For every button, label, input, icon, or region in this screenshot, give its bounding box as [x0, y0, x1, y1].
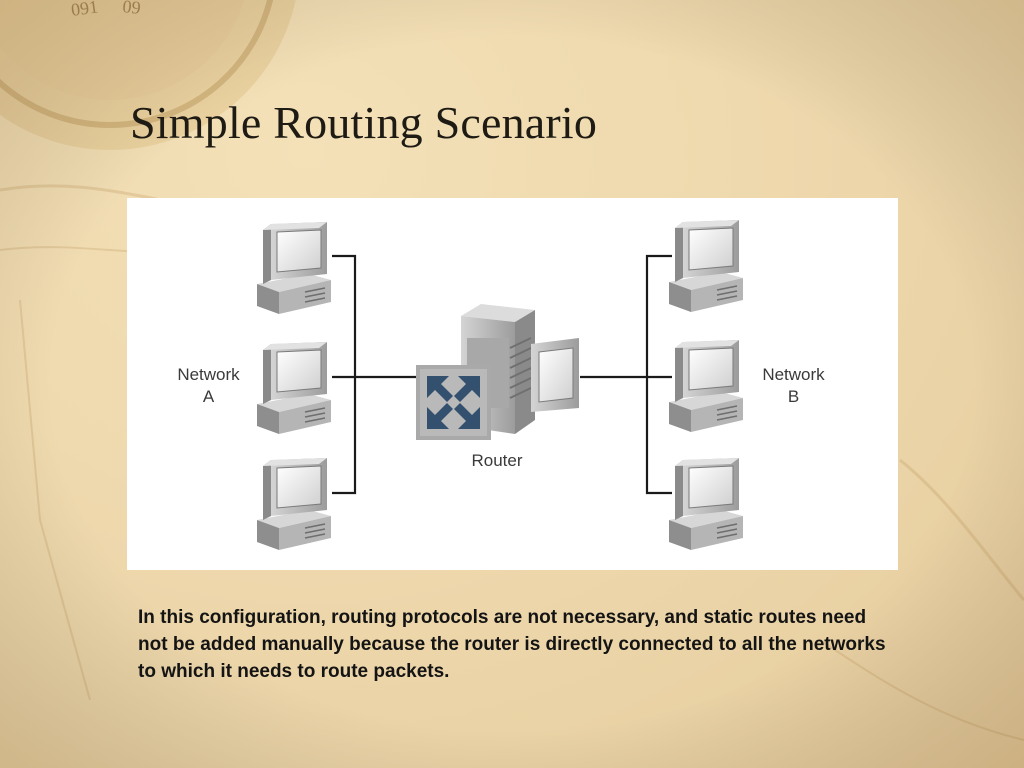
- slide-caption: In this configuration, routing protocols…: [138, 607, 886, 682]
- network-a-bus: [332, 254, 417, 495]
- network-a-label: Network A: [161, 364, 256, 408]
- network-a-computer-1: [256, 221, 332, 315]
- network-a-computer-3: [256, 457, 332, 551]
- network-diagram: Network A Network B Router: [127, 198, 898, 570]
- network-a-label-line1: Network: [177, 365, 240, 384]
- slide-title: Simple Routing Scenario: [130, 97, 598, 148]
- router-icon: [416, 365, 491, 440]
- network-b-bus: [580, 254, 672, 495]
- network-b-label-line1: Network: [762, 365, 825, 384]
- network-b-label: Network B: [746, 364, 841, 408]
- network-a-label-line2: A: [202, 387, 215, 406]
- network-b-computer-3: [668, 457, 744, 551]
- network-a-computer-2: [256, 341, 332, 435]
- network-b-computer-2: [668, 339, 744, 433]
- router-label: Router: [471, 451, 523, 470]
- network-b-label-line2: B: [787, 387, 800, 406]
- network-b-computer-1: [668, 219, 744, 313]
